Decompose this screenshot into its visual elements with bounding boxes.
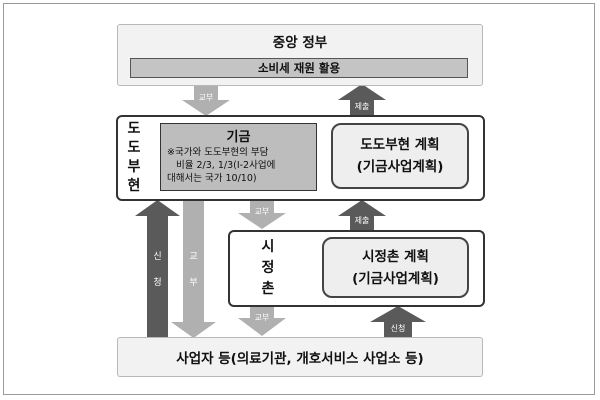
fund-note-line: 비율 2/3, 1/3(Ⅰ-2사업에 (176, 160, 276, 171)
municipality-label-char: 촌 (261, 280, 275, 297)
label-ops-to-pref-char: 신 (153, 252, 162, 262)
label-pref-to-ops: 교 부 (183, 240, 204, 300)
prefecture-label-char: 현 (127, 178, 141, 194)
prefecture-label-char: 도 (127, 121, 141, 137)
arrow-pref-to-muni (238, 201, 286, 229)
fund-box: 기금 ※국가와 도도부현의 부담 비율 2/3, 1/3(Ⅰ-2사업에 대해서는… (160, 123, 317, 191)
operators-box: 사업자 등(의료기관, 개호서비스 사업소 등) (117, 337, 483, 377)
prefecture-plan-title: 도도부현 계획 (360, 137, 440, 153)
fund-note-line: 대해서는 국가 10/10) (167, 173, 257, 184)
arrow-pref-to-gov (338, 84, 386, 116)
label-ops-to-muni: 신청 (390, 323, 406, 333)
label-pref-to-gov: 제출 (354, 101, 370, 111)
label-pref-to-muni: 교부 (254, 206, 270, 216)
label-ops-to-pref: 신 청 (147, 240, 168, 300)
prefecture-plan-subtitle: (기금사업계획) (356, 159, 444, 175)
consumption-tax-banner: 소비세 재원 활용 (130, 58, 468, 78)
arrow-pref-to-ops (171, 200, 216, 338)
prefecture-label-char: 부 (127, 159, 141, 175)
municipality-label-char: 시 (261, 238, 275, 255)
prefecture-label-char: 도 (127, 140, 141, 156)
municipality-plan-box: 시정촌 계획 (기금사업계획) (322, 237, 469, 298)
operators-title: 사업자 등(의료기관, 개호서비스 사업소 등) (176, 351, 424, 367)
central-government-title: 중앙 정부 (272, 35, 328, 51)
arrow-ops-to-pref (135, 200, 180, 338)
arrow-muni-to-ops (238, 306, 286, 336)
label-muni-to-pref: 제출 (354, 215, 370, 225)
municipality-plan-title: 시정촌 계획 (362, 248, 429, 265)
fund-title: 기금 (226, 130, 251, 145)
label-muni-to-ops: 교부 (254, 312, 270, 322)
label-gov-to-pref: 교부 (198, 92, 214, 102)
arrow-ops-to-muni (370, 306, 426, 338)
arrow-muni-to-pref (338, 200, 386, 231)
arrow-gov-to-pref (182, 86, 230, 116)
prefecture-plan-box: 도도부현 계획 (기금사업계획) (331, 123, 469, 189)
municipality-label: 시 정 촌 (258, 236, 278, 300)
fund-note-line: ※국가와 도도부현의 부담 (167, 147, 269, 158)
prefecture-label: 도 도 부 현 (124, 120, 144, 196)
label-pref-to-ops-char: 교 (189, 252, 198, 262)
central-government-box: 중앙 정부 소비세 재원 활용 (117, 24, 483, 86)
municipality-plan-subtitle: (기금사업계획) (352, 270, 439, 287)
municipality-label-char: 정 (261, 259, 275, 276)
label-ops-to-pref-char: 청 (153, 278, 162, 288)
label-pref-to-ops-char: 부 (189, 278, 198, 288)
